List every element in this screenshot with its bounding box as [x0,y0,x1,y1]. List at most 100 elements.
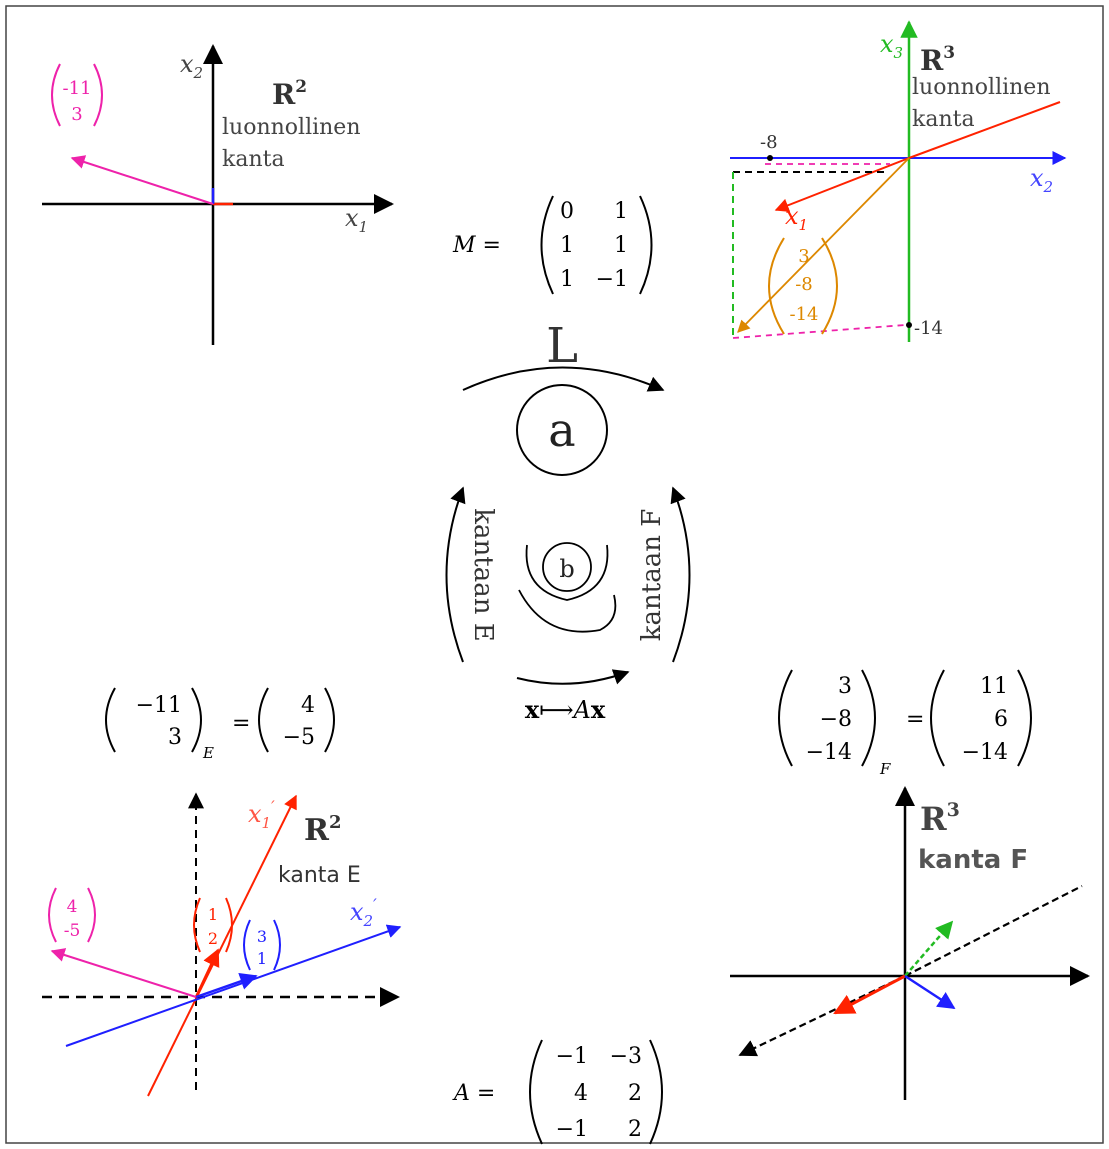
equation-f: 3 −8 −14 F = 11 6 −14 [778,669,1032,778]
guide-magenta-bottom [732,324,906,339]
axis-x1-r3 [908,101,1061,159]
eq-e-lhs-paren-left [105,687,116,753]
axis-x2-r3-label: x2 [1030,164,1053,196]
eq-f-equals: = [906,707,924,732]
axis-x2-prime-label: x2′ [350,895,377,930]
basis-e2-paren-left [243,919,251,971]
commutative-arrows: L a kantaan E kantaan F b x⟼Ax [445,318,691,724]
tick-label-minus8: -8 [760,132,778,153]
tick-label-minus14: -14 [914,318,943,339]
matrix-m-paren-right [639,195,653,295]
basis-e1-paren-right [225,897,233,953]
axis-x2-prime [65,924,402,1047]
to-basis-f-label: kantaan F [637,509,667,642]
axis-x1-prime-label: x1′ [248,797,275,832]
r3-basis-f-plot: R3 kanta F [730,786,1090,1100]
eq-e-rhs-2: −5 [283,725,315,750]
axis-x1-r3-arrow [774,157,910,212]
circle-a [516,384,608,476]
arc-b-outer [518,589,617,633]
r2-basis-e-plot: 4 -5 1 2 3 1 x1′ x2′ R2 kanta E [42,792,402,1097]
basis-e2-bottom: 1 [257,949,267,968]
r2-title: R2 [272,77,307,111]
vec3-paren-right [821,237,838,335]
basis-e2-top: 3 [257,927,267,946]
eq-e-lhs-1: −11 [136,693,182,718]
vec-e-paren-right [87,887,96,943]
matrix-m-r3c1: 1 [560,267,574,292]
r2-e-title: R2 [304,812,341,848]
to-basis-e-label: kantaan E [468,508,498,641]
basis-f-label: kanta F [918,845,1028,875]
vector-standard-r3 [737,157,910,333]
eq-f-rhs-paren-left [930,669,945,767]
basis-vector-f-blue [904,974,956,1010]
eq-f-lhs-paren-right [861,669,876,767]
vec-standard-r2-top: -11 [63,78,92,99]
eq-f-rhs-3: −14 [962,740,1008,765]
axis-x3-label: x3 [880,30,903,62]
matrix-m-r2c1: 1 [560,233,574,258]
circle-a-label: a [548,403,575,457]
basis-vector-e2 [195,972,258,999]
vec3-paren-left [768,237,785,335]
arrow-to-f [670,486,691,663]
eq-f-rhs-paren-right [1017,669,1032,767]
arrow-l [462,366,665,392]
matrix-a-name: A = [452,1081,495,1106]
basis-vector-f-green [904,920,954,977]
arrow-to-e [445,486,466,663]
eq-f-lhs-3: −14 [806,740,852,765]
arrow-ax [516,669,630,685]
matrix-a-paren-right [649,1039,663,1145]
matrix-a-r1c2: −3 [610,1044,642,1069]
r3-standard-plot: -8 -14 3 -8 -14 x3 x2 x1 R3 luonnollinen… [730,20,1067,342]
vector-standard-r2 [70,155,214,205]
vec-standard-r3-3: -14 [790,304,819,325]
matrix-m-r2c2: 1 [614,233,628,258]
basis-e2-paren-right [273,919,281,971]
eq-e-rhs-paren-left [258,687,269,753]
map-ax-label: x⟼Ax [525,695,606,724]
standard-basis-label-2: kanta [222,147,285,172]
matrix-a-r2c2: 2 [628,1081,642,1106]
tick-dot-minus14 [906,322,912,328]
eq-e-rhs-paren-right [324,687,335,753]
basis-vector-e1 [194,948,220,998]
map-l-label: L [546,318,578,374]
eq-e-sub: E [202,744,214,762]
tick-dot-minus8 [767,155,773,161]
vec-paren-right [93,63,103,127]
matrix-m-r1c2: 1 [614,199,628,224]
eq-f-rhs-1: 11 [980,674,1008,699]
r3-f-title: R3 [920,799,960,838]
eq-e-rhs-1: 4 [301,693,315,718]
axis-x1-prime [147,794,297,1097]
vector-e-r2 [50,948,197,998]
matrix-a-r3c1: −1 [556,1117,588,1142]
vec-paren-left [51,63,61,127]
matrix-a: A = −1 −3 4 2 −1 2 [452,1039,663,1145]
axis-diagonal-f-upper [904,885,1083,977]
axis-x2-label: x2 [180,50,203,82]
eq-e-lhs-2: 3 [168,725,182,750]
eq-f-lhs-1: 3 [838,674,852,699]
eq-f-rhs-2: 6 [994,707,1008,732]
frame-border [5,5,1104,1144]
eq-e-equals: = [232,711,250,736]
eq-e-lhs-paren-right [191,687,202,753]
matrix-m: M = 0 1 1 1 1 −1 [452,195,653,295]
r2-standard-plot: -11 3 x2 x1 R2 luonnollinen kanta [42,44,394,345]
vec-e-r2-bottom: -5 [64,921,81,941]
circle-b [542,542,592,592]
basis-e-label: kanta E [278,863,361,888]
eq-f-sub: F [879,760,891,778]
matrix-m-r3c2: −1 [596,267,628,292]
basis-e1-paren-left [193,897,201,953]
eq-f-lhs-2: −8 [820,707,852,732]
r3-title: R3 [920,43,955,77]
matrix-a-r2c1: 4 [574,1081,588,1106]
axis-x1-r3-label: x1 [785,202,808,234]
matrix-m-paren-left [540,195,554,295]
